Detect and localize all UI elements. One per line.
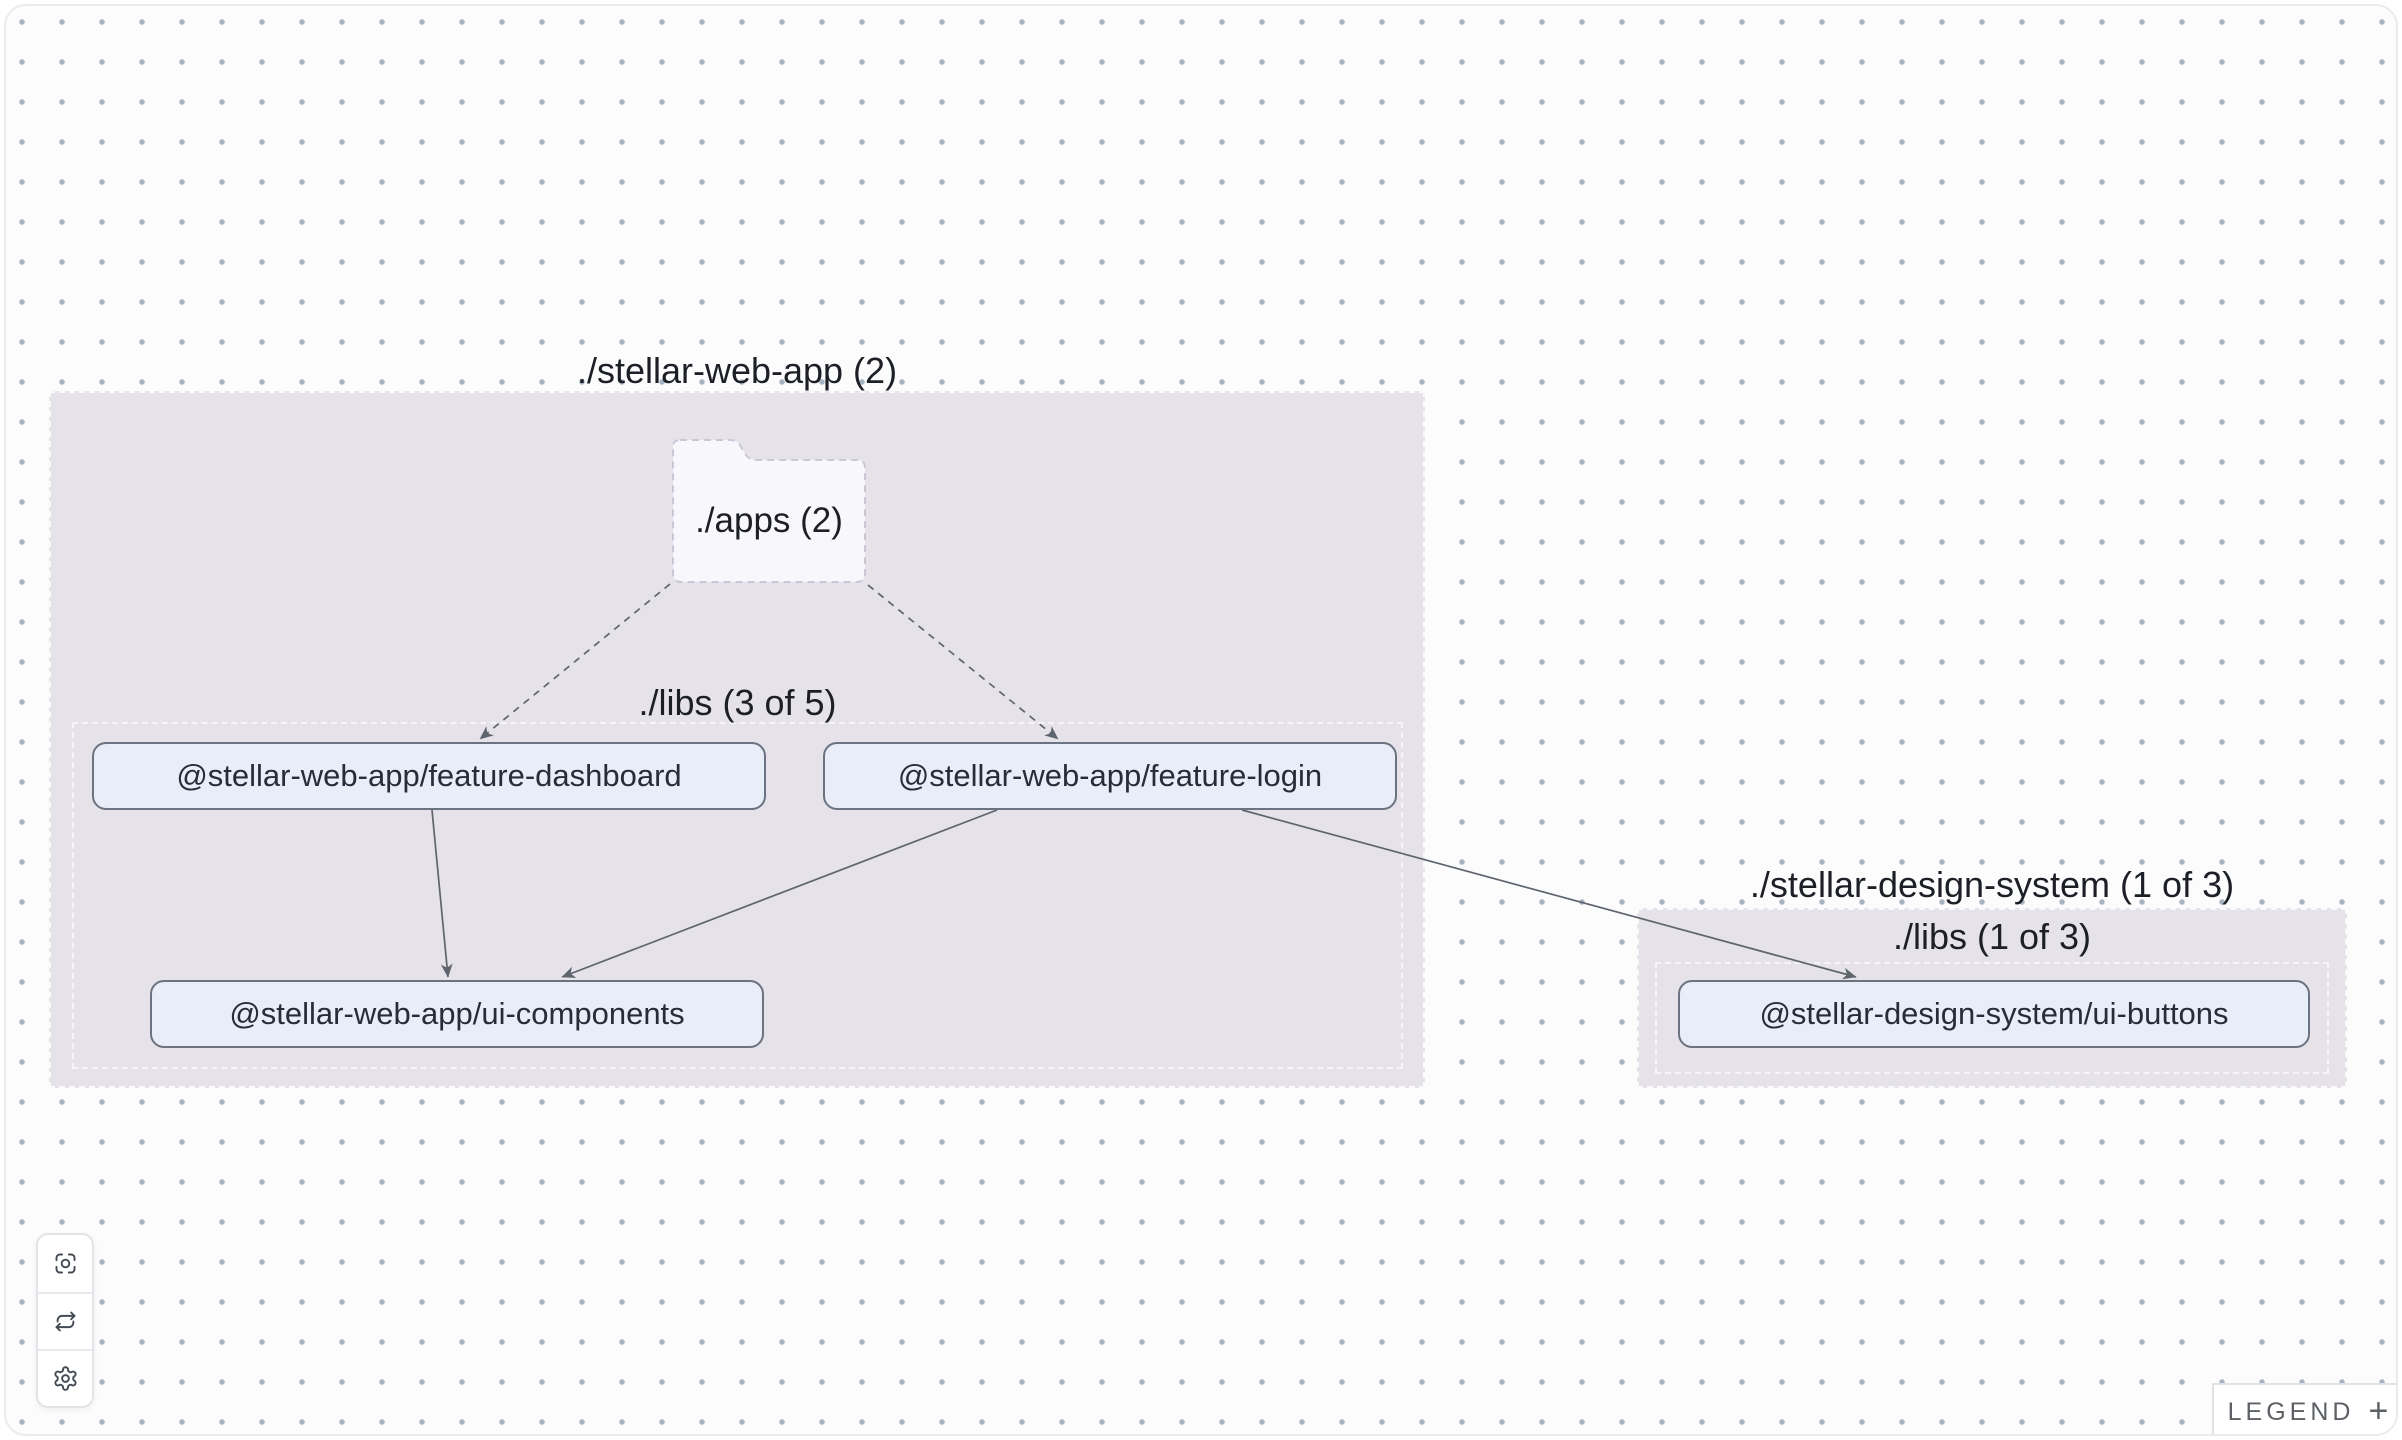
node-feature-login[interactable]: @stellar-web-app/feature-login xyxy=(823,742,1397,810)
focus-icon xyxy=(55,1253,75,1274)
subgroup-label-stellar-web-app-libs: ./libs (3 of 5) xyxy=(638,682,837,723)
canvas-toolbar xyxy=(36,1233,94,1408)
node-ui-buttons[interactable]: @stellar-design-system/ui-buttons xyxy=(1678,980,2310,1048)
subgroup-label-stellar-design-system-libs: ./libs (1 of 3) xyxy=(1892,916,2092,957)
focus-button[interactable] xyxy=(38,1235,92,1292)
settings-button[interactable] xyxy=(38,1349,92,1406)
legend-button[interactable]: LEGEND + xyxy=(2212,1383,2396,1434)
legend-label: LEGEND xyxy=(2227,1398,2355,1426)
legend-expand-icon: + xyxy=(2368,1392,2389,1430)
subgroup-stellar-design-system-libs xyxy=(1655,962,2329,1074)
refresh-button[interactable] xyxy=(38,1292,92,1349)
folder-icon xyxy=(672,439,866,583)
graph-canvas[interactable]: ./stellar-web-app (2) ./libs (3 of 5) ./… xyxy=(6,6,2396,1434)
graph-viewport: ./stellar-web-app (2) ./libs (3 of 5) ./… xyxy=(4,4,2398,1436)
refresh-icon xyxy=(55,1311,75,1332)
gear-icon xyxy=(53,1366,77,1391)
group-label-stellar-web-app: ./stellar-web-app (2) xyxy=(576,350,898,391)
group-label-stellar-design-system: ./stellar-design-system (1 of 3) xyxy=(1749,864,2235,905)
node-ui-components[interactable]: @stellar-web-app/ui-components xyxy=(150,980,764,1048)
node-feature-dashboard[interactable]: @stellar-web-app/feature-dashboard xyxy=(92,742,766,810)
folder-node-apps[interactable]: ./apps (2) xyxy=(670,437,868,585)
folder-label-apps: ./apps (2) xyxy=(695,501,843,540)
